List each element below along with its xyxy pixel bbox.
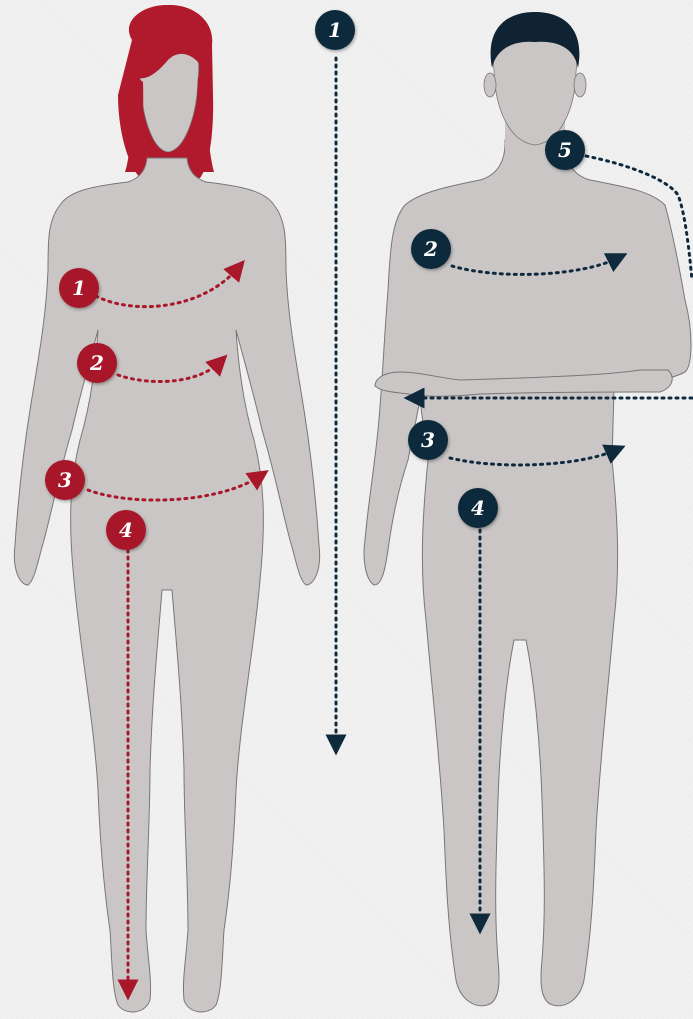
male-marker-3-label: 3 xyxy=(421,428,435,452)
female-marker-3-label: 3 xyxy=(58,468,72,492)
female-marker-4: 4 xyxy=(106,510,146,550)
female-marker-4-label: 4 xyxy=(119,518,133,542)
male-ear-right xyxy=(574,73,586,97)
male-marker-2: 2 xyxy=(411,229,451,269)
male-marker-4: 4 xyxy=(458,488,498,528)
female-marker-3: 3 xyxy=(45,460,85,500)
female-marker-1-label: 1 xyxy=(72,276,86,300)
male-figure xyxy=(364,12,691,1006)
male-marker-2-label: 2 xyxy=(423,237,438,261)
male-body xyxy=(364,140,691,1006)
male-marker-3: 3 xyxy=(408,420,448,460)
female-marker-1: 1 xyxy=(59,268,99,308)
male-marker-5-label: 5 xyxy=(558,138,572,162)
male-marker-4-label: 4 xyxy=(471,496,485,520)
height-marker-label: 1 xyxy=(328,18,342,42)
female-marker-2-label: 2 xyxy=(89,351,104,375)
male-marker-5: 5 xyxy=(545,130,585,170)
female-figure xyxy=(14,5,319,1012)
male-ear-left xyxy=(484,73,496,97)
female-marker-2: 2 xyxy=(77,343,117,383)
height-badge-group: 1 xyxy=(315,10,355,50)
